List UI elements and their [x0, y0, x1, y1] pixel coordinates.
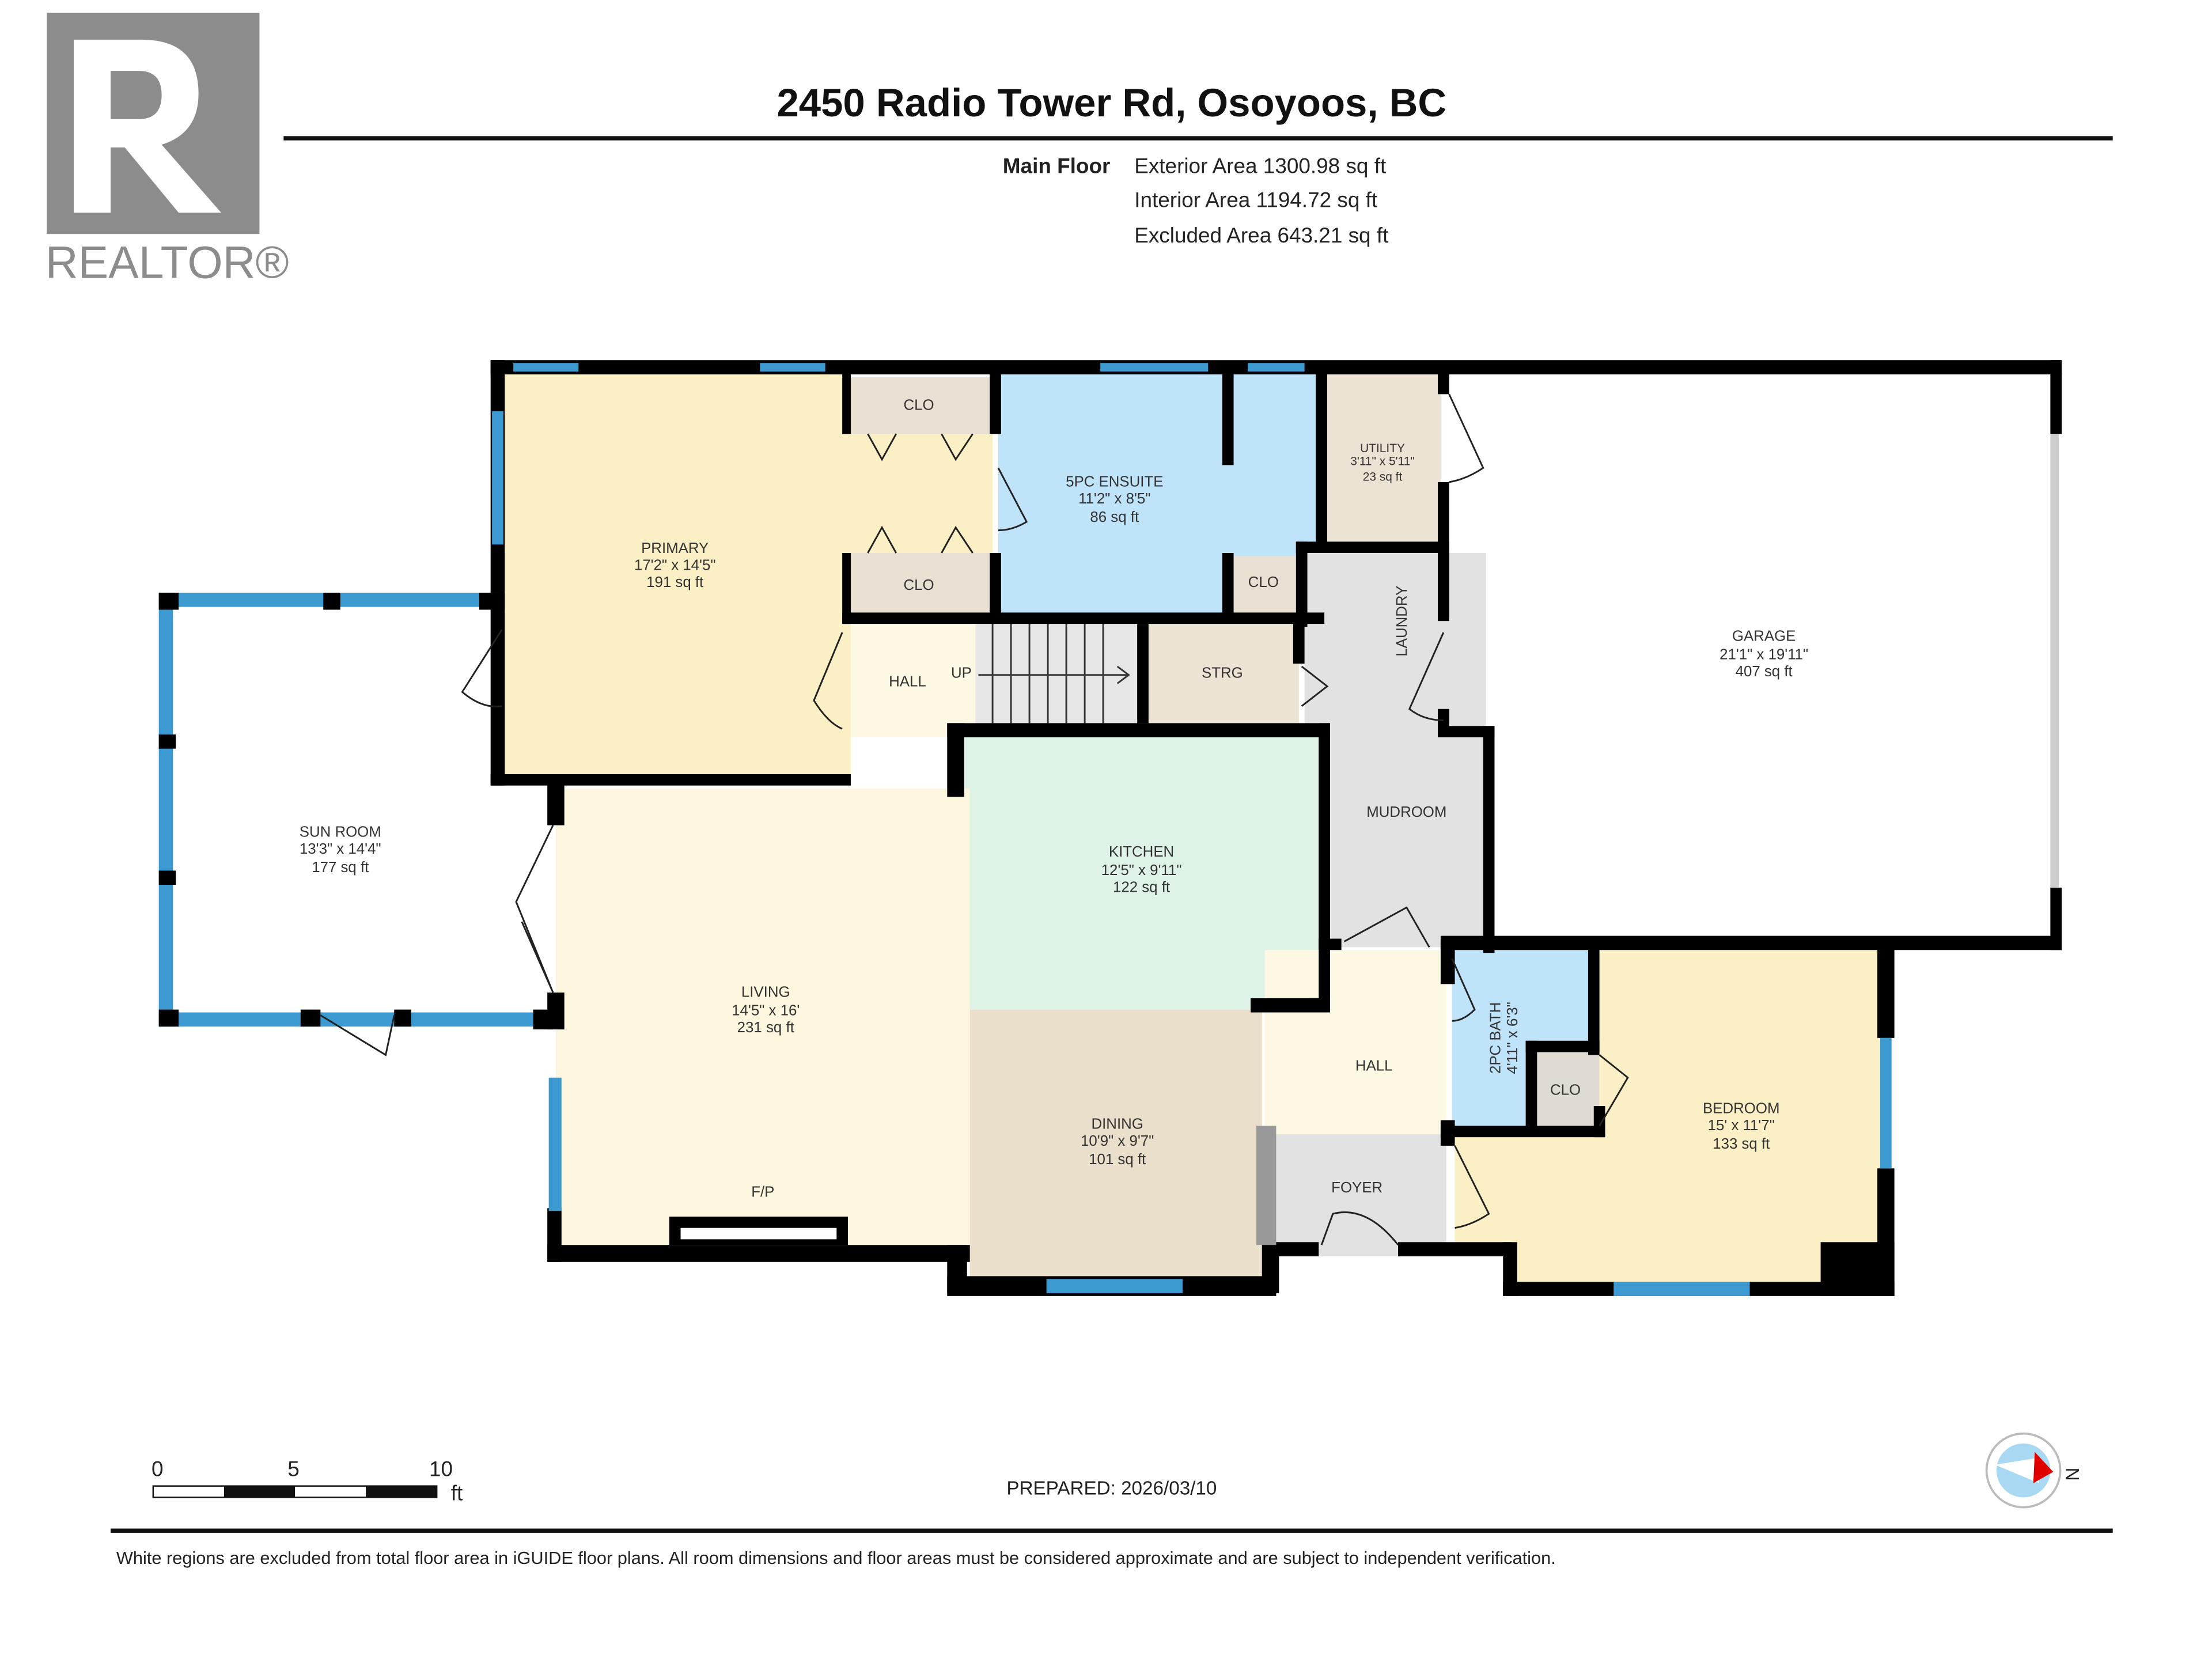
prepared-date: PREPARED: 2026/03/10 — [1006, 1478, 1217, 1499]
room-labels: PRIMARY 17'2" x 14'5" 191 sq ft CLO CLO … — [300, 397, 1808, 1200]
kitchen-name: KITCHEN — [1109, 844, 1174, 860]
ensuite-area: 86 sq ft — [1090, 509, 1139, 525]
stairs — [978, 624, 1130, 724]
living-name: LIVING — [741, 984, 790, 1000]
scale-tick-0: 0 — [151, 1457, 164, 1480]
bath2-dims: 4'11" x 6'3" — [1505, 1002, 1521, 1074]
garage-area: 407 sq ft — [1736, 664, 1793, 680]
kitchen-dims: 12'5" x 9'11" — [1101, 862, 1182, 878]
stairs-up-label: UP — [951, 665, 972, 681]
dining-dims: 10'9" x 9'7" — [1081, 1133, 1154, 1149]
bedroom-dims: 15' x 11'7" — [1708, 1118, 1775, 1134]
bedroom-name: BEDROOM — [1703, 1100, 1779, 1116]
room-closet — [848, 553, 993, 613]
scale-tick-10: 10 — [429, 1457, 453, 1480]
utility-dims: 3'11" x 5'11" — [1350, 454, 1415, 468]
sun-room-area: 177 sq ft — [312, 859, 369, 876]
realtor-logo: REALTOR® — [46, 13, 289, 287]
windows — [492, 363, 2059, 1296]
room-utility — [1324, 374, 1441, 545]
bedroom-area: 133 sq ft — [1713, 1136, 1770, 1152]
scale-bar: 0 5 10 ft — [151, 1457, 463, 1505]
svg-text:REALTOR®: REALTOR® — [46, 237, 289, 287]
laundry-label: LAUNDRY — [1394, 586, 1410, 657]
room-ensuite-closet — [1230, 555, 1299, 613]
living-dims: 14'5" x 16' — [732, 1002, 800, 1018]
room-closet — [848, 377, 993, 434]
room-hall-top — [850, 624, 979, 737]
room-bedroom — [1455, 950, 1886, 1288]
primary-area: 191 sq ft — [646, 574, 703, 590]
sun-room-frame — [158, 592, 553, 1030]
room-hall-right — [1264, 950, 1446, 1135]
header-divider — [283, 136, 2113, 141]
compass-north-label: N — [2062, 1468, 2082, 1481]
excluded-area: Excluded Area 643.21 sq ft — [1134, 224, 1388, 247]
exterior-area: Exterior Area 1300.98 sq ft — [1134, 154, 1386, 177]
page-title: 2450 Radio Tower Rd, Osoyoos, BC — [777, 81, 1446, 125]
garage-dims: 21'1" x 19'11" — [1719, 647, 1808, 663]
hall-label: HALL — [889, 673, 926, 690]
room-hall-primary — [850, 434, 993, 553]
interior-area: Interior Area 1194.72 sq ft — [1134, 188, 1377, 211]
compass-icon: N — [1985, 1432, 2082, 1509]
floor-label: Main Floor — [1003, 154, 1111, 177]
primary-dims: 17'2" x 14'5" — [634, 558, 716, 574]
primary-name: PRIMARY — [641, 540, 709, 556]
footer-disclaimer: White regions are excluded from total fl… — [116, 1548, 1556, 1568]
dining-area: 101 sq ft — [1089, 1152, 1146, 1168]
kitchen-area: 122 sq ft — [1113, 879, 1170, 895]
bath2-name: 2PC BATH — [1487, 1002, 1503, 1074]
room-fills — [505, 374, 1886, 1288]
ensuite-name: 5PC ENSUITE — [1066, 474, 1163, 490]
mudroom-label: MUDROOM — [1366, 804, 1446, 820]
room-living — [555, 788, 970, 1251]
fireplace-label: F/P — [751, 1184, 774, 1200]
room-strg — [1145, 624, 1299, 724]
utility-area: 23 sq ft — [1363, 470, 1403, 483]
closet-label: CLO — [1248, 574, 1279, 590]
living-area: 231 sq ft — [737, 1020, 794, 1036]
room-foyer — [1270, 1134, 1446, 1256]
foyer-label: FOYER — [1331, 1180, 1382, 1196]
scale-unit: ft — [451, 1481, 463, 1505]
closet-label: CLO — [904, 397, 934, 413]
footer-divider — [111, 1528, 2113, 1533]
ensuite-dims: 11'2" x 8'5" — [1078, 491, 1150, 507]
room-dining — [969, 1009, 1262, 1279]
utility-name: UTILITY — [1360, 442, 1405, 455]
room-kitchen — [964, 729, 1322, 1010]
sun-room-name: SUN ROOM — [300, 824, 381, 840]
hall-label: HALL — [1355, 1058, 1393, 1074]
closet-label: CLO — [1550, 1082, 1581, 1098]
scale-tick-5: 5 — [287, 1457, 300, 1480]
doors — [320, 393, 1629, 1246]
storage-label: STRG — [1202, 665, 1243, 681]
sun-room-dims: 13'3" x 14'4" — [300, 841, 381, 857]
room-primary — [505, 374, 851, 783]
garage-name: GARAGE — [1732, 628, 1796, 645]
room-bedroom-closet — [1534, 1049, 1600, 1126]
room-laundry-mudroom — [1304, 553, 1486, 948]
closet-label: CLO — [904, 577, 934, 593]
dining-name: DINING — [1091, 1116, 1143, 1132]
